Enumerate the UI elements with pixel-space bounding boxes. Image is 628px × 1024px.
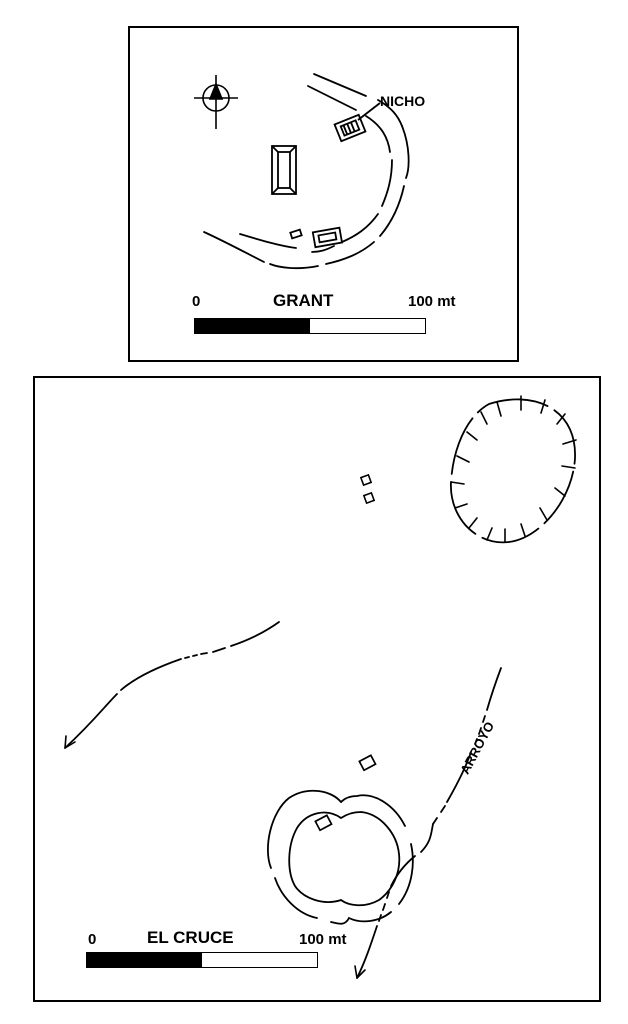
map-panel-el-cruce: ARROYO 0 EL CRUCE 100 mt — [33, 376, 601, 1002]
grant-map-drawing — [194, 73, 410, 270]
el-cruce-enclosure-outer — [267, 789, 414, 925]
el-cruce-mounds — [314, 754, 377, 832]
grant-mound-large — [271, 145, 297, 195]
grant-scale-start: 0 — [192, 293, 201, 310]
depression-hachured — [450, 395, 577, 544]
el-cruce-scale-end: 100 mt — [299, 931, 347, 948]
grant-nicho-structure — [333, 113, 367, 143]
grant-small-mound — [289, 228, 303, 240]
el-cruce-map-drawing — [64, 395, 577, 979]
el-cruce-scale-start: 0 — [88, 931, 97, 948]
grant-scale-end: 100 mt — [408, 293, 456, 310]
grant-mound-bottom — [311, 226, 344, 249]
el-cruce-site-title: EL CRUCE — [147, 928, 234, 947]
el-cruce-enclosure-inner — [288, 811, 401, 907]
map-panel-grant: NICHO 0 GRANT 100 mt — [128, 26, 519, 362]
grant-site-title: GRANT — [273, 291, 334, 310]
el-cruce-scale-bar-fill — [87, 953, 202, 967]
stream-arroyo — [354, 667, 502, 979]
small-mounds-top — [359, 473, 376, 505]
grant-scale-bar — [194, 318, 426, 334]
grant-scale-bar-fill — [195, 319, 310, 333]
grant-structures — [271, 102, 381, 249]
el-cruce-scale-bar — [86, 952, 318, 968]
nicho-leader-line — [357, 102, 381, 121]
stream-left — [64, 621, 280, 749]
north-arrow-icon — [194, 75, 238, 129]
grant-enclosure-outer — [203, 73, 410, 270]
grant-enclosure-inner — [239, 85, 393, 253]
nicho-label: NICHO — [380, 93, 426, 109]
